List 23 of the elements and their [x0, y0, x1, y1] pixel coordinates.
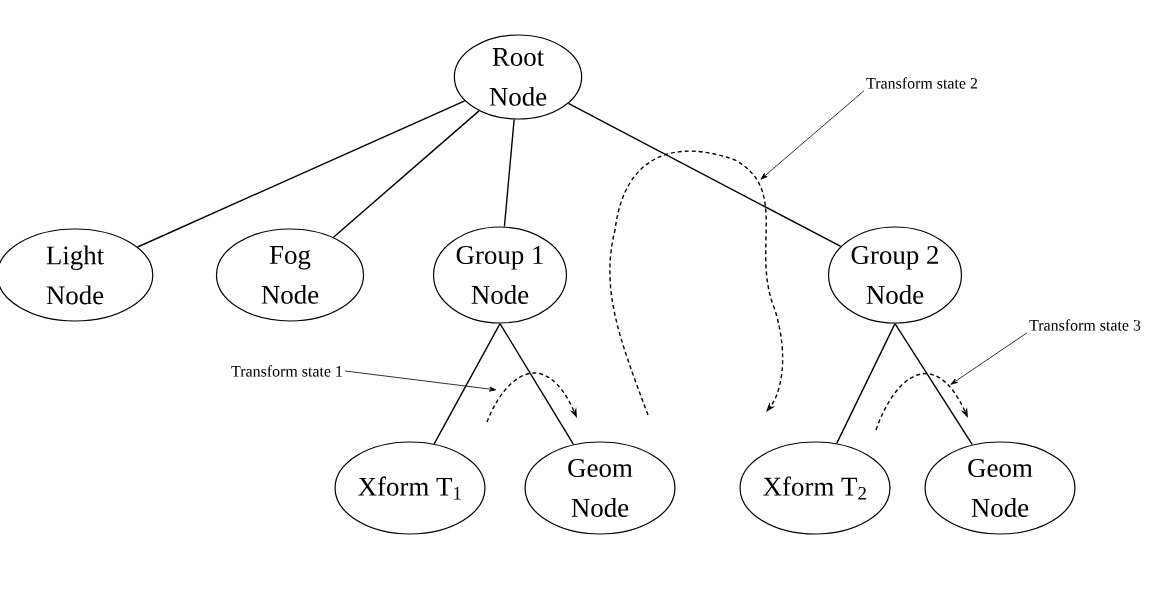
tree-node: Geom Node [924, 441, 1076, 535]
tree-node: Xform T$_{1}$ [334, 441, 486, 535]
tree-line [136, 100, 466, 248]
tree-node: Group 2 Node [827, 226, 963, 324]
tree-line [894, 322, 973, 446]
tree-line [503, 118, 515, 228]
tree-node: Geom Node [524, 441, 676, 535]
tree-node: Light Node [0, 228, 154, 322]
tree-line [332, 110, 480, 238]
tree-line [567, 102, 842, 248]
leader-line [760, 90, 865, 180]
tree-line [499, 322, 575, 446]
tree-node: Root Node [453, 34, 583, 120]
tree-node: Xform T$_{2}$ [739, 441, 891, 535]
leader-line [950, 332, 1028, 385]
tree-line [836, 322, 896, 445]
tree-node: Group 1 Node [432, 226, 568, 324]
leader-line [344, 370, 497, 392]
tree-line [433, 322, 501, 445]
annotation-label: Transform state 2 [866, 77, 978, 89]
annotation-label: Transform state 1 [231, 365, 342, 377]
annotation-label: Transform state 3 [1029, 319, 1141, 331]
tree-node: Fog Node [215, 228, 365, 322]
